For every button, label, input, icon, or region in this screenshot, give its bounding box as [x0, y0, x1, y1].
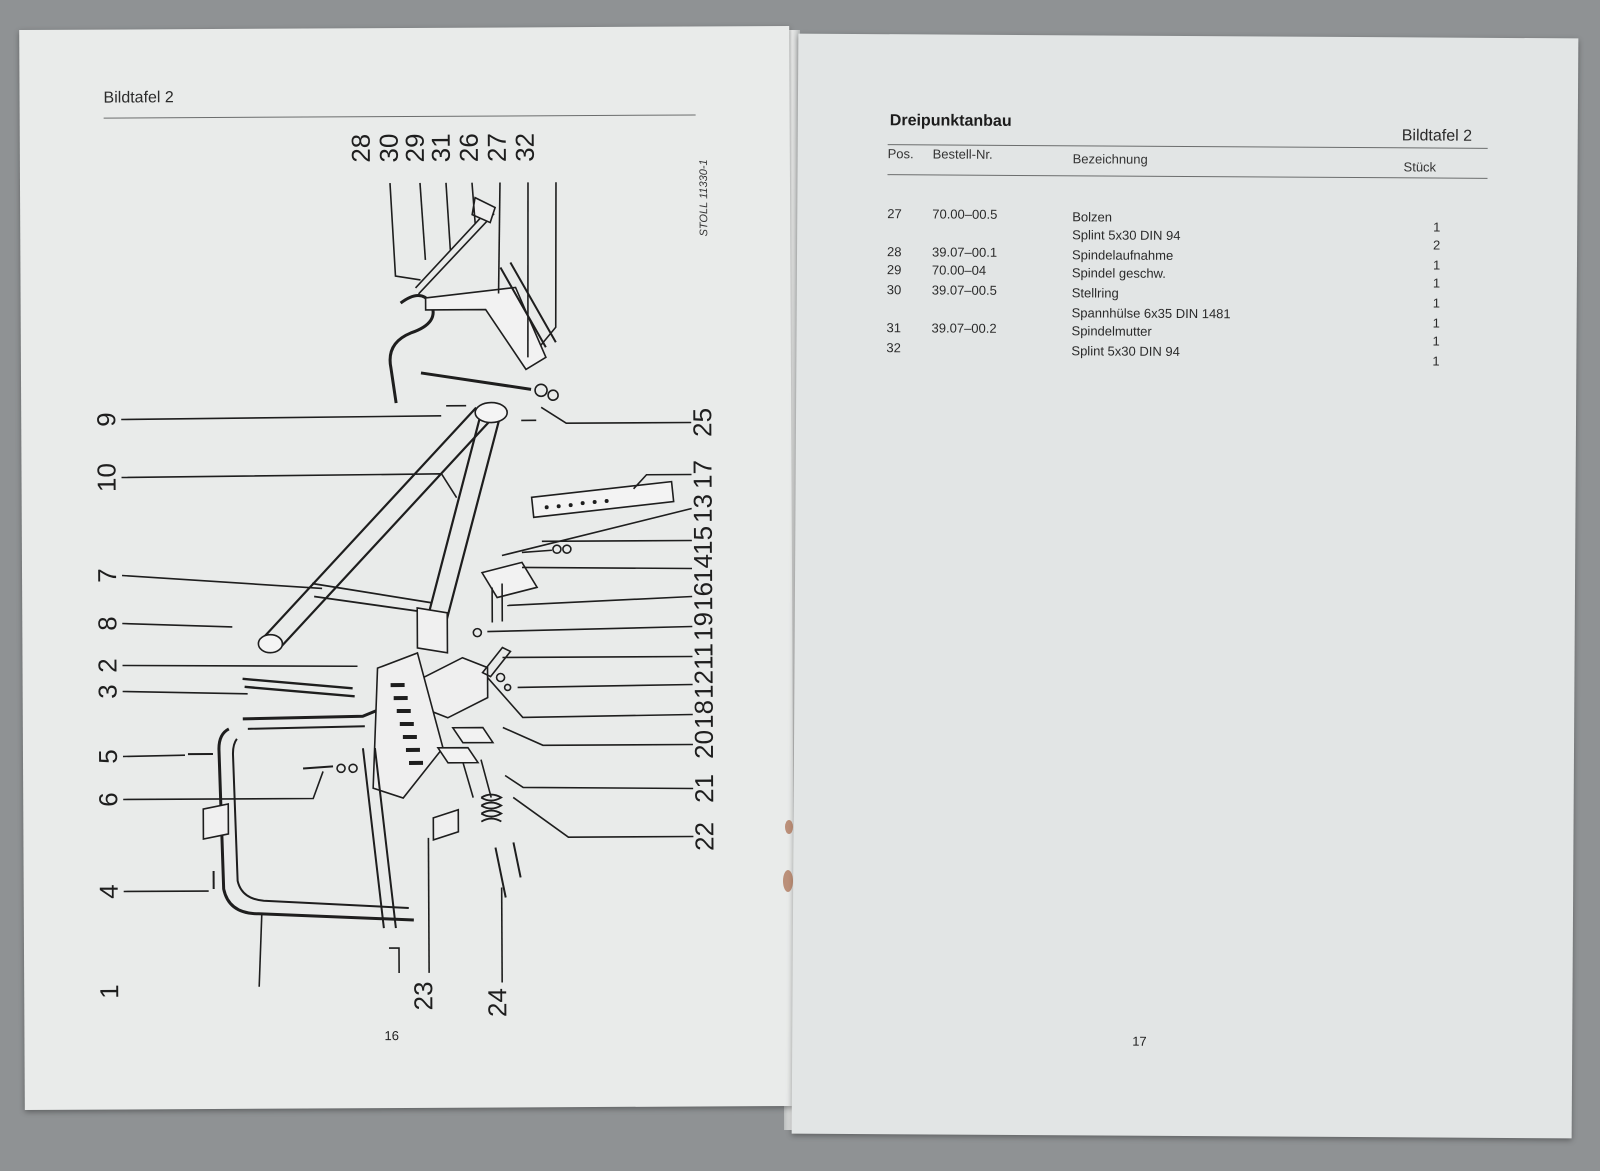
part-quantity: 1 [1432, 295, 1441, 311]
drawing-code: STOLL 11330-1 [698, 159, 710, 236]
part-description: Spindelaufnahme [1071, 247, 1174, 263]
callout-number: 24 [482, 988, 512, 1017]
section-title: Dreipunktanbau [889, 112, 1012, 130]
col-head-bezeichnung: Bezeichnung [1072, 151, 1148, 167]
part-quantity: 1 [1432, 275, 1441, 291]
callout-number: 14 [688, 554, 718, 583]
exploded-parts-diagram: 2830293126273291078235641251713151416191… [91, 133, 719, 1017]
callout-number: 20 [689, 730, 719, 759]
part-pos: 30 [886, 282, 902, 298]
callout-number: 19 [688, 612, 718, 641]
header-rule-bottom [887, 174, 1488, 179]
part-description: Stellring [1071, 285, 1119, 301]
callout-number: 22 [689, 822, 719, 851]
callout-number: 5 [93, 749, 123, 764]
col-head-stueck: Stück [1403, 159, 1437, 175]
right-page: Dreipunktanbau Bildtafel 2 Pos. Bestell-… [791, 33, 1579, 1139]
part-description: Spindelmutter [1071, 323, 1152, 339]
callout-number: 3 [93, 684, 123, 699]
paper-stain [783, 870, 793, 892]
part-order-number: 70.00–00.5 [932, 206, 998, 222]
callout-number: 26 [454, 133, 484, 162]
left-page: Bildtafel 2 [19, 25, 795, 1111]
part-pos: 32 [886, 340, 901, 356]
callout-number: 23 [408, 981, 438, 1010]
paper-stain [785, 820, 793, 834]
callout-number: 11 [688, 643, 718, 670]
part-quantity: 1 [1432, 315, 1440, 331]
right-page-number: 17 [1132, 1033, 1147, 1049]
callout-number: 25 [687, 408, 717, 437]
callout-number: 9 [91, 412, 121, 427]
callout-number: 7 [92, 568, 122, 583]
part-pos: 31 [886, 320, 902, 336]
part-quantity: 2 [1433, 237, 1441, 253]
callout-number: 28 [346, 134, 376, 163]
left-page-number: 16 [384, 1028, 399, 1044]
part-order-number: 39.07–00.2 [931, 320, 997, 336]
part-description: Splint 5x30 DIN 94 [1071, 343, 1180, 359]
right-page-header: Bildtafel 2 [1401, 127, 1473, 145]
col-head-pos: Pos. [887, 146, 914, 162]
callout-number: 31 [426, 133, 456, 162]
callout-number: 10 [91, 463, 121, 492]
part-order-number: 70.00–04 [931, 262, 987, 278]
part-pos: 27 [887, 206, 902, 222]
callout-number: 16 [688, 582, 718, 611]
callout-number: 30 [374, 134, 404, 163]
callout-number: 8 [92, 616, 122, 631]
callout-number: 2 [92, 658, 122, 673]
col-head-bestell-nr: Bestell-Nr. [932, 146, 993, 162]
callout-number: 13 [688, 494, 718, 523]
part-description: Spindel geschw. [1071, 265, 1166, 281]
callout-number: 27 [482, 133, 512, 162]
part-pos: 28 [886, 244, 902, 260]
callout-number: 12 [689, 670, 719, 699]
part-description: Spannhülse 6x35 DIN 1481 [1071, 305, 1231, 322]
callout-number: 21 [689, 774, 719, 803]
part-order-number: 39.07–00.1 [931, 244, 998, 260]
callout-number: 29 [400, 133, 430, 162]
callout-number: 15 [688, 526, 718, 555]
callout-number: 4 [94, 884, 124, 899]
callout-number: 32 [510, 133, 540, 162]
callout-number: 18 [689, 700, 719, 729]
part-quantity: 1 [1433, 219, 1441, 235]
callout-number: 1 [94, 984, 124, 999]
part-description: Splint 5x30 DIN 94 [1072, 227, 1181, 243]
part-pos: 29 [886, 262, 902, 278]
part-order-number: 39.07–00.5 [931, 282, 997, 298]
part-quantity: 1 [1432, 257, 1441, 273]
callout-number: 17 [687, 460, 717, 489]
part-quantity: 1 [1432, 353, 1440, 369]
callout-number: 6 [93, 792, 123, 807]
part-description: Bolzen [1072, 209, 1113, 225]
part-quantity: 1 [1432, 333, 1440, 349]
